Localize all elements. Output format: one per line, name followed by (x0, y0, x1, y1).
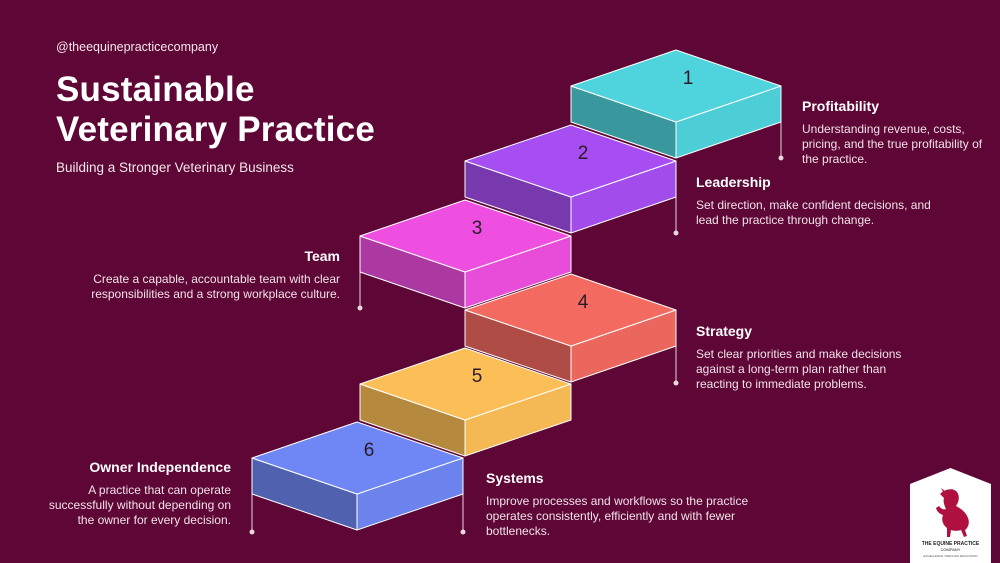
step-block-6: 6 (251, 421, 464, 531)
step-5-number: 5 (472, 366, 483, 387)
leader-dot-4 (673, 380, 679, 386)
step-1-title: Profitability (802, 98, 880, 114)
title-line-2: Veterinary Practice (56, 110, 376, 149)
step-6-number: 6 (364, 440, 375, 461)
page-title: Sustainable Veterinary Practice (56, 70, 375, 150)
social-handle: @theequinepracticecompany (56, 40, 219, 54)
step-block-1: 1 (570, 49, 782, 159)
step-6-title: Owner Independence (89, 459, 231, 475)
step-4-title: Strategy (696, 323, 753, 339)
step-3-top-face (359, 199, 572, 273)
leader-dot-6 (249, 529, 255, 535)
step-2-title: Leadership (696, 174, 771, 190)
step-5-description: Systems Improve processes and workflows … (486, 470, 771, 539)
step-block-4: 4 (464, 273, 677, 383)
step-2-body: Set direction, make confident decisions,… (696, 198, 931, 227)
step-3-title: Team (304, 248, 340, 264)
title-line-1: Sustainable (56, 70, 255, 109)
step-2-description: Leadership Set direction, make confident… (696, 174, 936, 228)
company-logo: THE EQUINE PRACTICE COMPANY EXCELLENCE T… (910, 468, 991, 563)
leader-dot-5 (460, 529, 466, 535)
step-1-top-face (570, 49, 782, 123)
step-5-body: Improve processes and workflows so the p… (486, 494, 749, 538)
step-3-description: Team Create a capable, accountable team … (72, 248, 340, 302)
svg-text:EXCELLENCE THROUGH EDUCATION: EXCELLENCE THROUGH EDUCATION (923, 554, 977, 558)
step-6-description: Owner Independence A practice that can o… (48, 459, 231, 528)
leader-dot-3 (357, 305, 363, 311)
step-block-5: 5 (359, 347, 572, 457)
step-6-top-face (251, 421, 464, 495)
step-block-3: 3 (359, 199, 572, 309)
step-6-body: A practice that can operate successfully… (48, 483, 231, 527)
step-4-top-face (464, 273, 677, 347)
svg-text:THE EQUINE PRACTICE: THE EQUINE PRACTICE (922, 541, 980, 547)
step-3-body: Create a capable, accountable team with … (91, 272, 340, 301)
step-5-top-face (359, 347, 572, 421)
horse-icon (936, 488, 969, 537)
step-1-description: Profitability Understanding revenue, cos… (802, 98, 992, 167)
step-block-2: 2 (464, 124, 677, 234)
step-4-number: 4 (578, 292, 589, 313)
step-2-top-face (464, 124, 677, 198)
svg-text:COMPANY: COMPANY (941, 547, 961, 552)
step-4-body: Set clear priorities and make decisions … (696, 347, 902, 391)
step-1-body: Understanding revenue, costs, pricing, a… (802, 122, 983, 166)
leader-dot-1 (778, 155, 784, 161)
step-1-number: 1 (683, 68, 694, 89)
page-subtitle: Building a Stronger Veterinary Business (56, 160, 294, 175)
step-3-number: 3 (472, 218, 483, 239)
step-5-title: Systems (486, 470, 544, 486)
step-4-description: Strategy Set clear priorities and make d… (696, 323, 921, 392)
step-2-number: 2 (578, 143, 589, 164)
leader-dot-2 (673, 230, 679, 236)
